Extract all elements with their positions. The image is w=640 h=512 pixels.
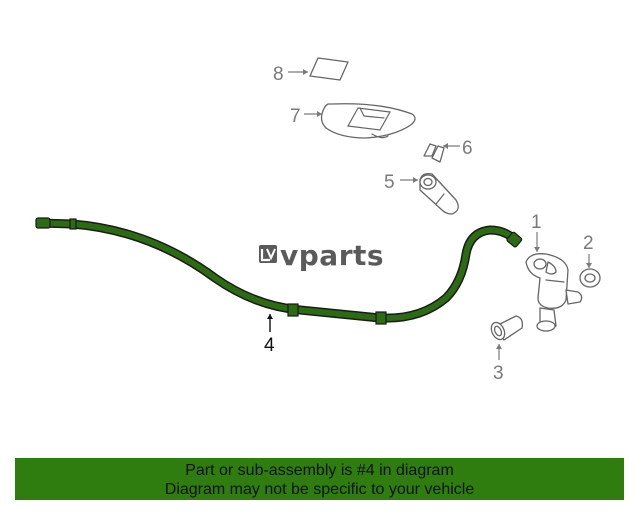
part-5-nozzle[interactable] — [419, 172, 459, 215]
part-7-cover[interactable] — [320, 103, 416, 139]
part-4-hose[interactable] — [35, 217, 523, 325]
banner-line-1: Part or sub-assembly is #4 in diagram — [185, 462, 454, 479]
lv-logo-icon — [259, 245, 277, 263]
callout-6[interactable]: 6 — [462, 138, 473, 159]
leader-2 — [586, 254, 592, 268]
watermark: vparts — [259, 239, 384, 272]
callout-4[interactable]: 4 — [264, 335, 275, 356]
leader-7 — [304, 111, 322, 117]
disclaimer-banner: Part or sub-assembly is #4 in diagram Di… — [15, 458, 624, 500]
leader-1 — [534, 232, 540, 252]
part-6-clip[interactable] — [423, 143, 445, 163]
callout-7[interactable]: 7 — [290, 106, 301, 127]
leader-4 — [267, 314, 273, 332]
leader-3 — [496, 344, 502, 360]
leader-5 — [400, 177, 418, 183]
watermark-brand: vparts — [280, 239, 384, 272]
part-1-pump[interactable] — [525, 253, 583, 332]
part-8-pad[interactable] — [309, 57, 349, 81]
callout-2[interactable]: 2 — [583, 233, 594, 254]
part-3-seal[interactable] — [489, 315, 524, 342]
callout-3[interactable]: 3 — [493, 363, 504, 384]
banner-line-2: Diagram may not be specific to your vehi… — [164, 481, 475, 498]
callout-5[interactable]: 5 — [384, 172, 395, 193]
leader-8 — [288, 69, 308, 75]
leader-6 — [443, 143, 460, 149]
callout-1[interactable]: 1 — [531, 212, 542, 233]
part-2-grommet[interactable] — [579, 268, 601, 288]
callout-8[interactable]: 8 — [273, 64, 284, 85]
